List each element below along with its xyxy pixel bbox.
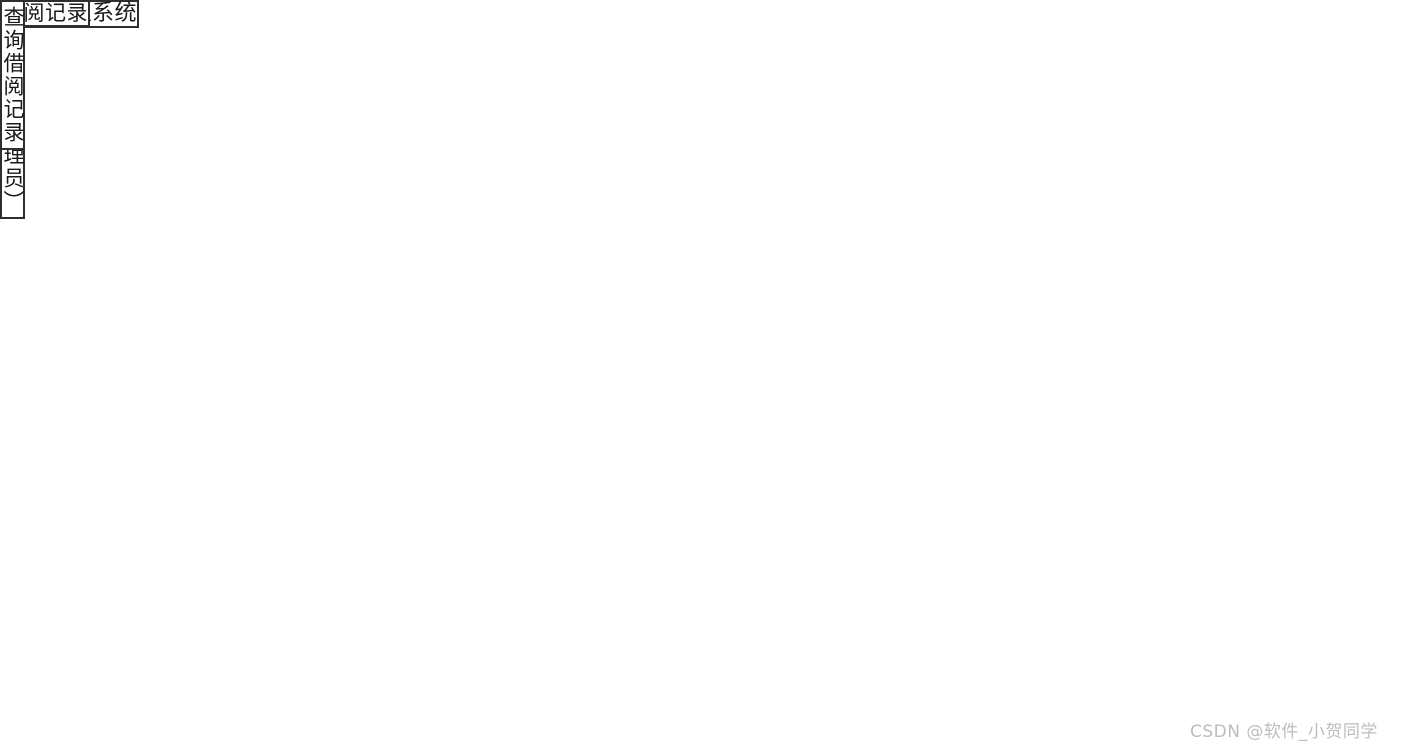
leaf-query-borrow-record[interactable]: 查询借阅记录 [0, 0, 25, 150]
node-label: 查询借阅记录 [1, 6, 25, 144]
watermark: CSDN @软件_小贺同学 [1190, 722, 1378, 742]
